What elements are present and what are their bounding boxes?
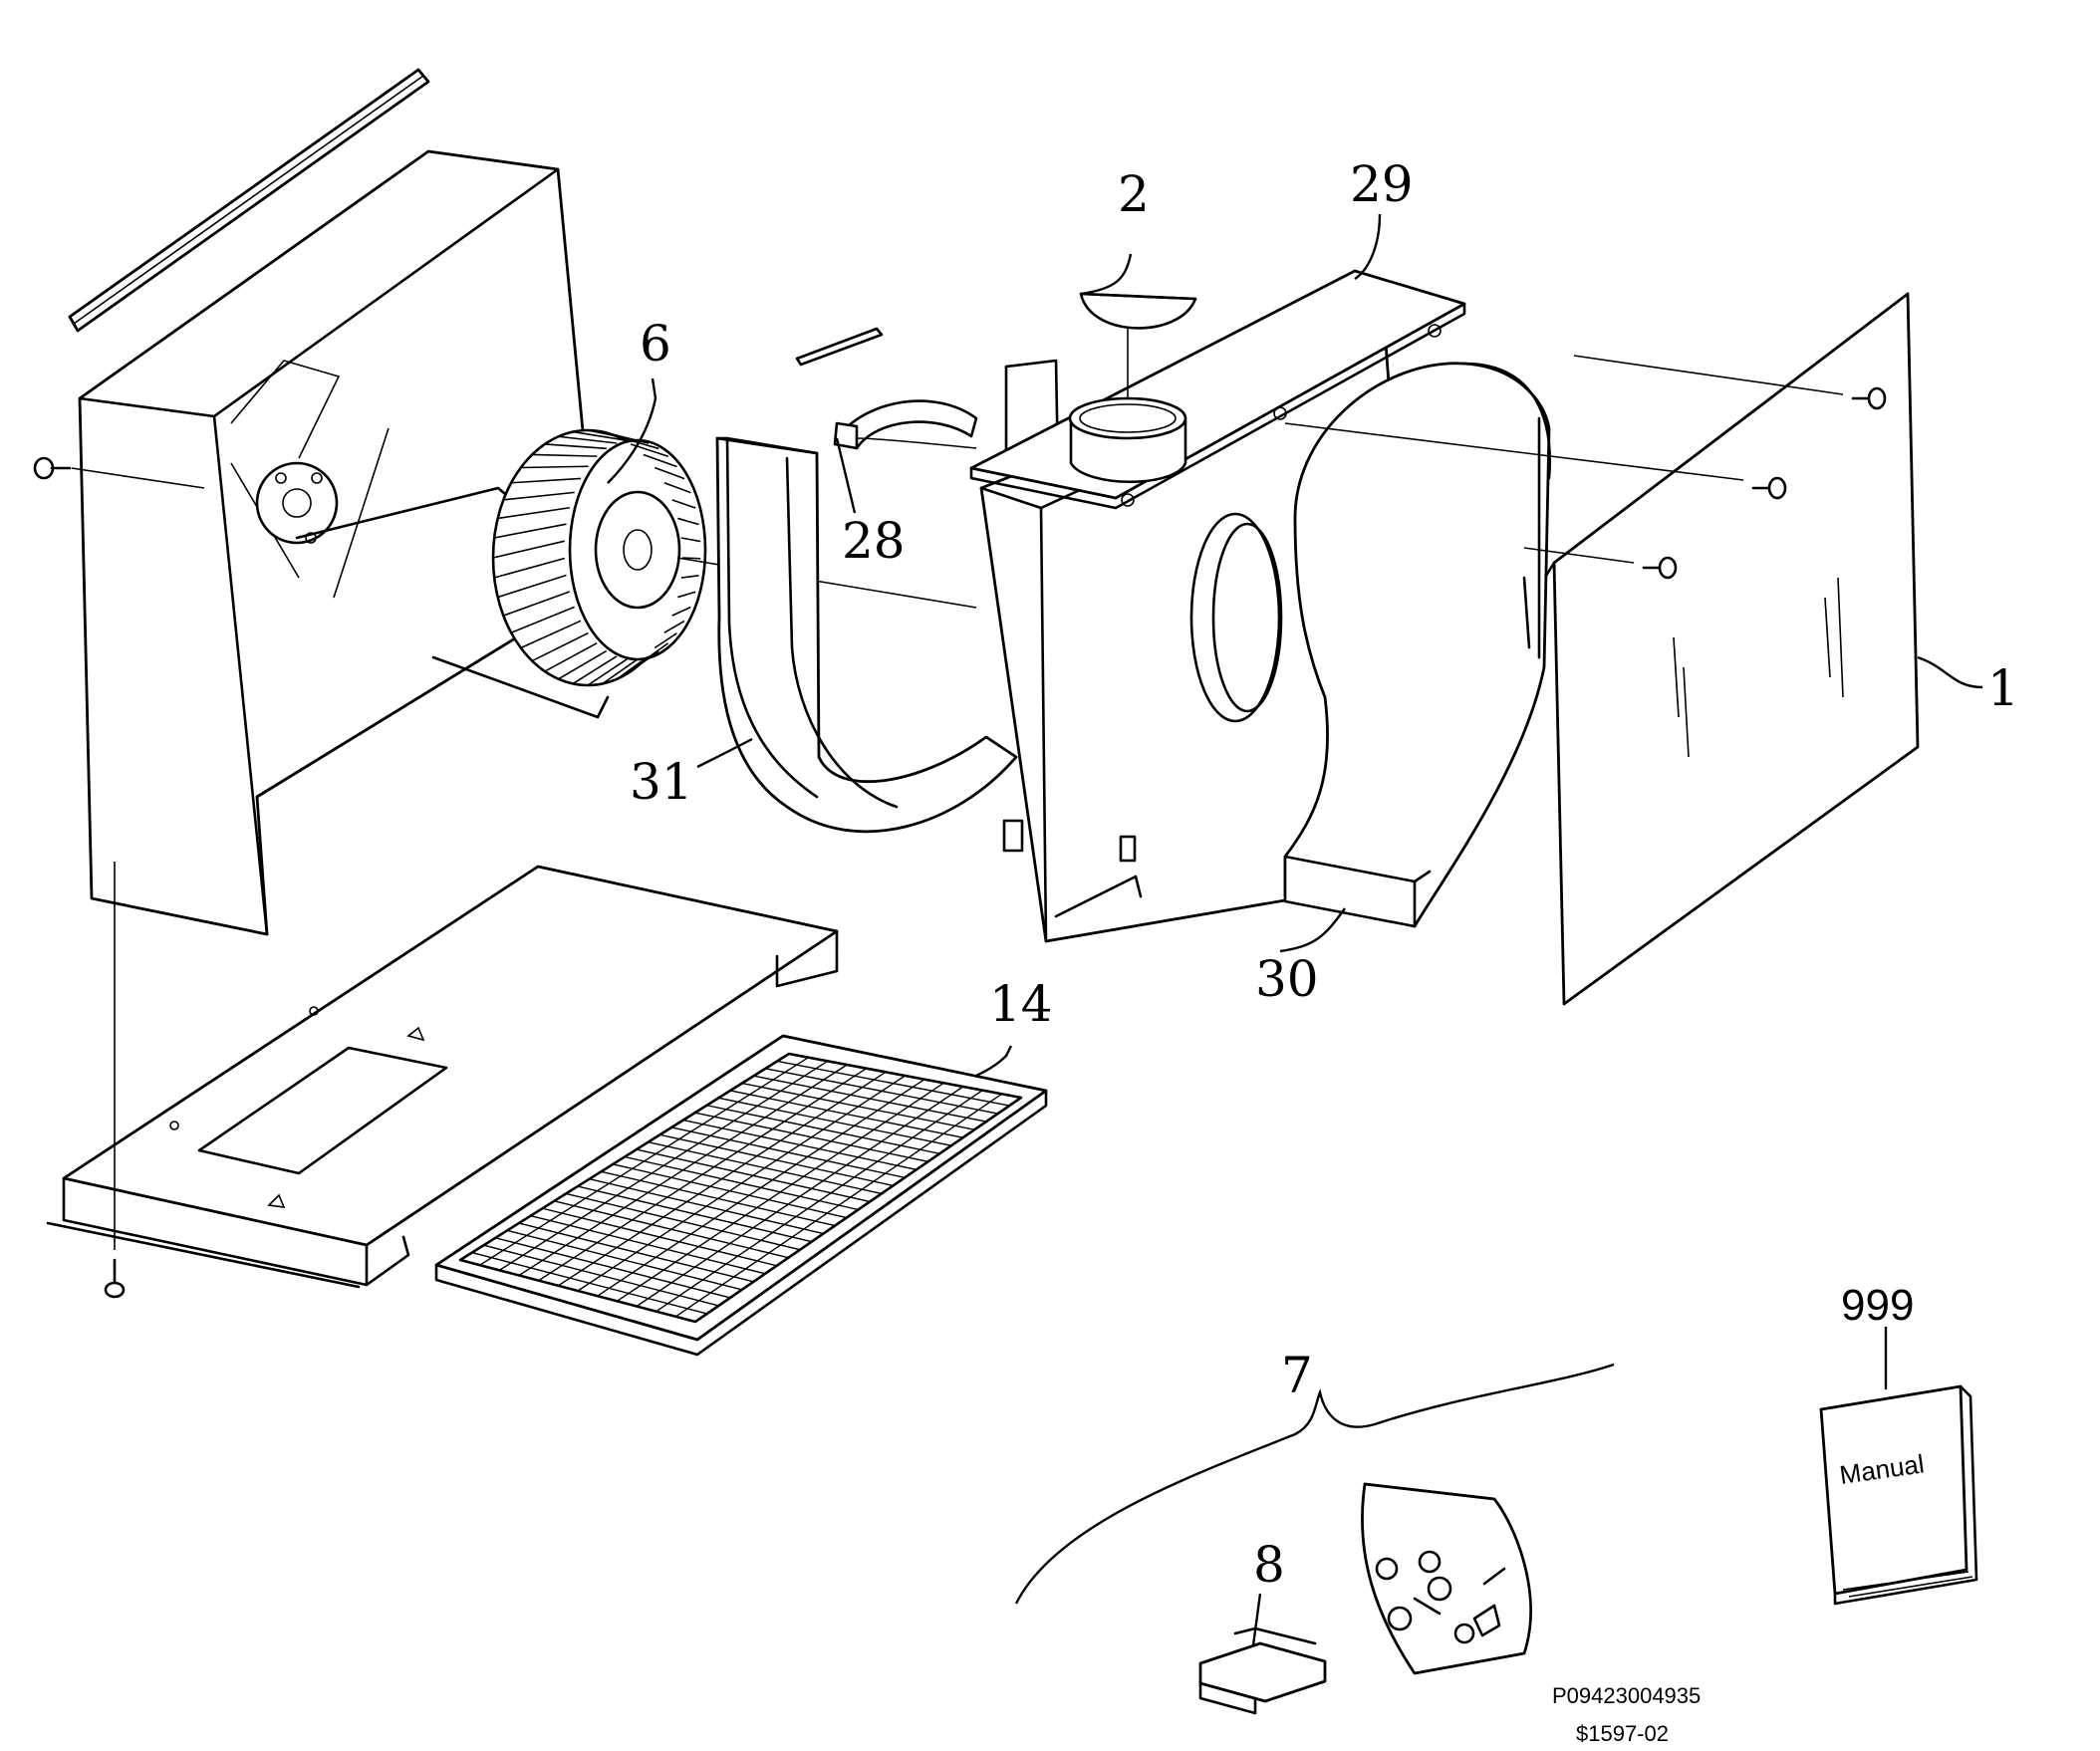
right-side-panel [1284, 292, 1920, 1006]
manual-booklet [1819, 1384, 1978, 1606]
callout-28: 28 [842, 512, 906, 570]
callout-999: 999 [1841, 1281, 1914, 1330]
collar-2 [1068, 292, 1197, 483]
left-housing-panel [33, 149, 610, 936]
screw-icon [33, 456, 72, 480]
callout-6: 6 [640, 315, 671, 373]
callout-30: 30 [1255, 950, 1319, 1008]
reference-code: $1597-02 [1576, 1721, 1669, 1746]
callout-14: 14 [989, 975, 1053, 1033]
blower-wheel [491, 428, 977, 687]
callout-1: 1 [1987, 659, 2019, 717]
screw-icon [1751, 476, 1787, 500]
scroll-duct-30 [1283, 362, 1551, 928]
callout-29: 29 [1350, 155, 1414, 213]
callout-leaders [607, 213, 1983, 1646]
mounting-bracket-8 [1198, 1626, 1327, 1715]
mesh-filter-14 [434, 1034, 1048, 1357]
callout-7: 7 [1281, 1347, 1313, 1404]
callout-2: 2 [1118, 165, 1150, 223]
hardware-bag [1361, 1482, 1532, 1675]
scroll-duct-31 [715, 436, 1018, 834]
bottom-tray [46, 862, 839, 1299]
screw-icon [104, 1258, 126, 1299]
part-code: P09423004935 [1552, 1683, 1701, 1708]
screw-icon [1851, 386, 1887, 410]
damper-clip-28 [795, 327, 978, 450]
screw-icon [1642, 556, 1678, 580]
callout-8: 8 [1253, 1536, 1285, 1594]
callout-31: 31 [630, 753, 693, 811]
top-trim-strip [68, 68, 430, 333]
hardware-kit-curly-brace [1014, 1363, 1615, 1605]
